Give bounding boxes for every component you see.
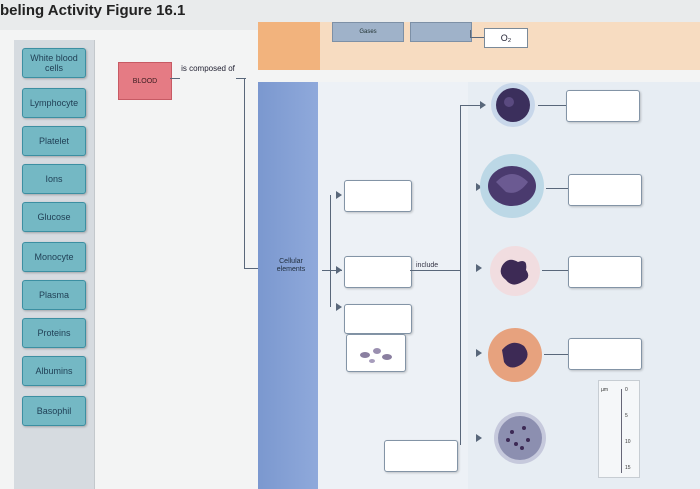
blue-column: [258, 82, 318, 489]
drop-box-basophil[interactable]: [384, 440, 458, 472]
drop-box-1[interactable]: [344, 180, 412, 212]
connector-line: [244, 268, 258, 269]
label-lymphocyte[interactable]: Lymphocyte: [22, 88, 86, 118]
connector-line: [170, 78, 180, 79]
connector-line: [460, 105, 482, 106]
scale-tick: 5: [625, 413, 628, 419]
connector-line: [470, 30, 471, 38]
drop-box-lymphocyte[interactable]: [566, 90, 640, 122]
scale-bar: µm 0 5 10 15: [598, 380, 640, 478]
o2-box: O₂: [484, 28, 528, 48]
cellular-elements-label: Cellular elements: [276, 258, 306, 273]
gases-tag: Gases: [332, 22, 404, 42]
connector-line: [322, 270, 342, 271]
arrow: [336, 191, 342, 199]
eosinophil-cell-image: [488, 328, 542, 382]
arrow: [336, 266, 342, 274]
connector-line: [236, 78, 246, 79]
drop-box-monocyte[interactable]: [568, 174, 642, 206]
connector-line: [544, 354, 568, 355]
connector-line: [244, 78, 245, 268]
lymphocyte-cell-image: [491, 83, 535, 127]
arrow: [476, 349, 482, 357]
connector-line: [410, 270, 460, 271]
label-white-blood-cells[interactable]: White blood cells: [22, 48, 86, 78]
label-basophil[interactable]: Basophil: [22, 396, 86, 426]
scale-axis: [621, 389, 622, 473]
scale-tick: 15: [625, 465, 631, 471]
scale-unit: µm: [601, 387, 609, 393]
include-label: include: [416, 262, 439, 269]
scale-tick: 0: [625, 387, 628, 393]
arrow: [476, 183, 482, 191]
drop-box-3[interactable]: [344, 304, 412, 334]
connector-line: [538, 105, 566, 106]
composed-of-label: is composed of: [181, 64, 235, 73]
connector-line: [330, 195, 331, 307]
top-tag-2: [410, 22, 472, 42]
scale-tick: 10: [625, 439, 631, 445]
label-proteins[interactable]: Proteins: [22, 318, 86, 348]
connector-line: [542, 270, 568, 271]
drop-box-2[interactable]: [344, 256, 412, 288]
connector-line: [470, 37, 484, 38]
page-title: beling Activity Figure 16.1: [0, 2, 186, 19]
connector-line: [546, 188, 568, 189]
drop-box-eosinophil[interactable]: [568, 338, 642, 370]
orange-header-strip: [258, 22, 320, 70]
arrow: [476, 264, 482, 272]
connector-line: [460, 105, 461, 445]
platelet-image-box: [346, 334, 406, 372]
platelet-image: [360, 348, 392, 363]
arrow: [336, 303, 342, 311]
monocyte-cell-image: [480, 154, 544, 218]
arrow: [476, 434, 482, 442]
label-platelet[interactable]: Platelet: [22, 126, 86, 156]
label-plasma[interactable]: Plasma: [22, 280, 86, 310]
label-monocyte[interactable]: Monocyte: [22, 242, 86, 272]
label-albumins[interactable]: Albumins: [22, 356, 86, 386]
basophil-cell-image: [494, 412, 546, 464]
label-ions[interactable]: Ions: [22, 164, 86, 194]
arrow: [480, 101, 486, 109]
neutrophil-cell-image: [490, 246, 540, 296]
drop-box-neutrophil[interactable]: [568, 256, 642, 288]
blood-node: BLOOD: [118, 62, 172, 100]
label-glucose[interactable]: Glucose: [22, 202, 86, 232]
